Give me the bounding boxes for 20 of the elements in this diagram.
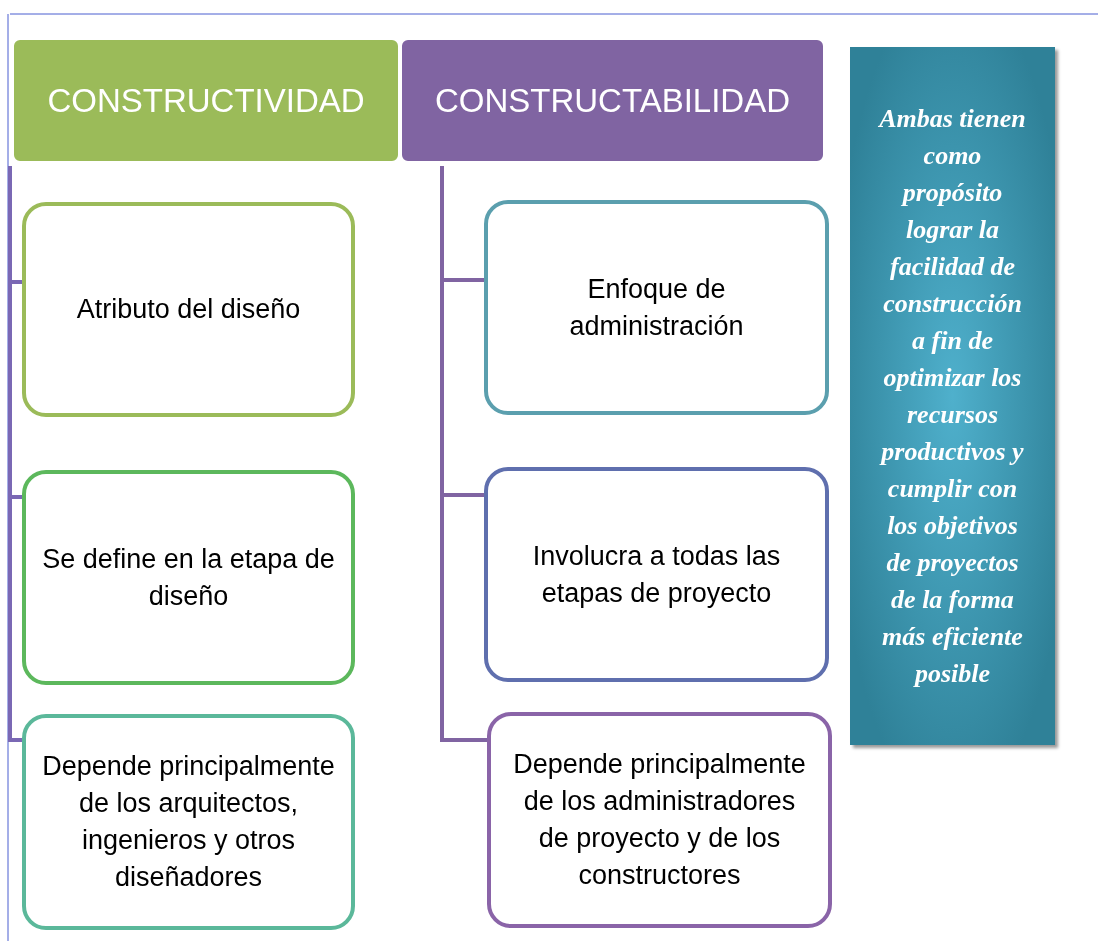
connector-line xyxy=(440,166,487,742)
header-box xyxy=(12,38,400,163)
header-title: CONSTRUCTIVIDAD xyxy=(47,80,365,121)
note-box xyxy=(850,47,1055,745)
item-text: Enfoque de administración xyxy=(568,272,745,343)
rounded-box xyxy=(22,470,355,685)
rounded-box xyxy=(22,714,355,930)
rounded-box xyxy=(484,467,829,682)
header-title: CONSTRUCTABILIDAD xyxy=(434,80,791,121)
connector-line xyxy=(8,166,22,742)
rounded-box xyxy=(22,202,355,417)
note-text: Ambas tienen como propósito lograr la facilidad de construcción a fin de optimizar los recursos productivos y cumplir con los objetivos de proyectos de la forma más eficiente posible xyxy=(877,103,1027,690)
item-text: Se define en la etapa de diseño xyxy=(42,542,335,613)
item-text: Atributo del diseño xyxy=(76,293,301,326)
rounded-box xyxy=(484,200,829,415)
item-text: Depende principalmente de los arquitectos, ingenieros y otros diseñadores xyxy=(42,750,335,894)
item-text: Depende principalmente de los administradores de proyecto y de los constructores xyxy=(512,748,807,892)
item-text: Involucra a todas las etapas de proyecto xyxy=(531,539,782,610)
header-box xyxy=(400,38,825,163)
rounded-box xyxy=(487,712,832,928)
